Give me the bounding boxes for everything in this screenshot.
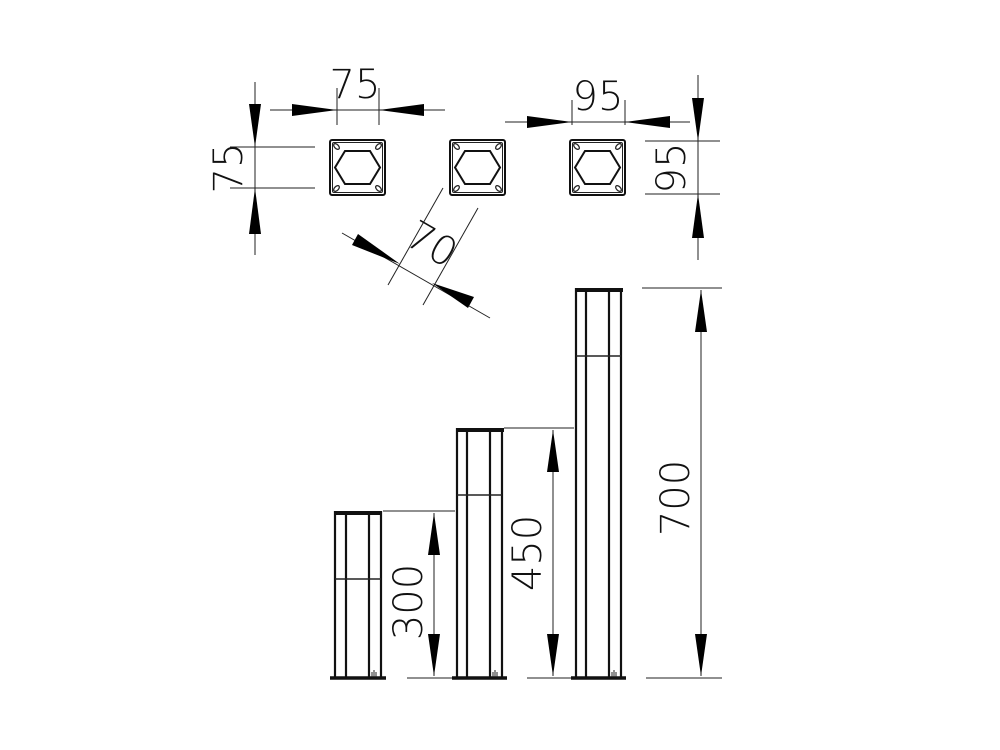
post-700-side-view (571, 288, 626, 680)
dimension-height-700: 700 (642, 287, 722, 679)
post-450-side-view (452, 428, 507, 680)
plate-small-top-view (329, 139, 386, 196)
plate-large-top-view (569, 139, 626, 196)
dimension-label-height-95: 95 (649, 143, 695, 194)
dimension-label-width-75: 75 (330, 62, 381, 108)
dimension-width-75: 75 (270, 62, 445, 125)
dimension-label-300: 300 (386, 564, 432, 640)
plate-medium-top-view (449, 139, 506, 196)
post-300-side-view (330, 511, 386, 680)
dimension-label-height-75: 75 (206, 143, 252, 194)
dimension-height-75: 75 (206, 82, 315, 255)
dimension-height-450: 450 (504, 427, 574, 679)
top-view (329, 139, 626, 196)
dimension-height-95: 95 (645, 75, 720, 260)
dimension-label-700: 700 (653, 460, 699, 536)
dimension-label-width-95: 95 (573, 74, 624, 120)
dimension-height-300: 300 (383, 510, 455, 679)
dimension-width-95: 95 (505, 74, 690, 128)
dimension-label-diagonal-70: 70 (398, 212, 465, 277)
dimension-label-450: 450 (505, 515, 551, 591)
dimension-diagonal-70: 70 (341, 187, 491, 319)
